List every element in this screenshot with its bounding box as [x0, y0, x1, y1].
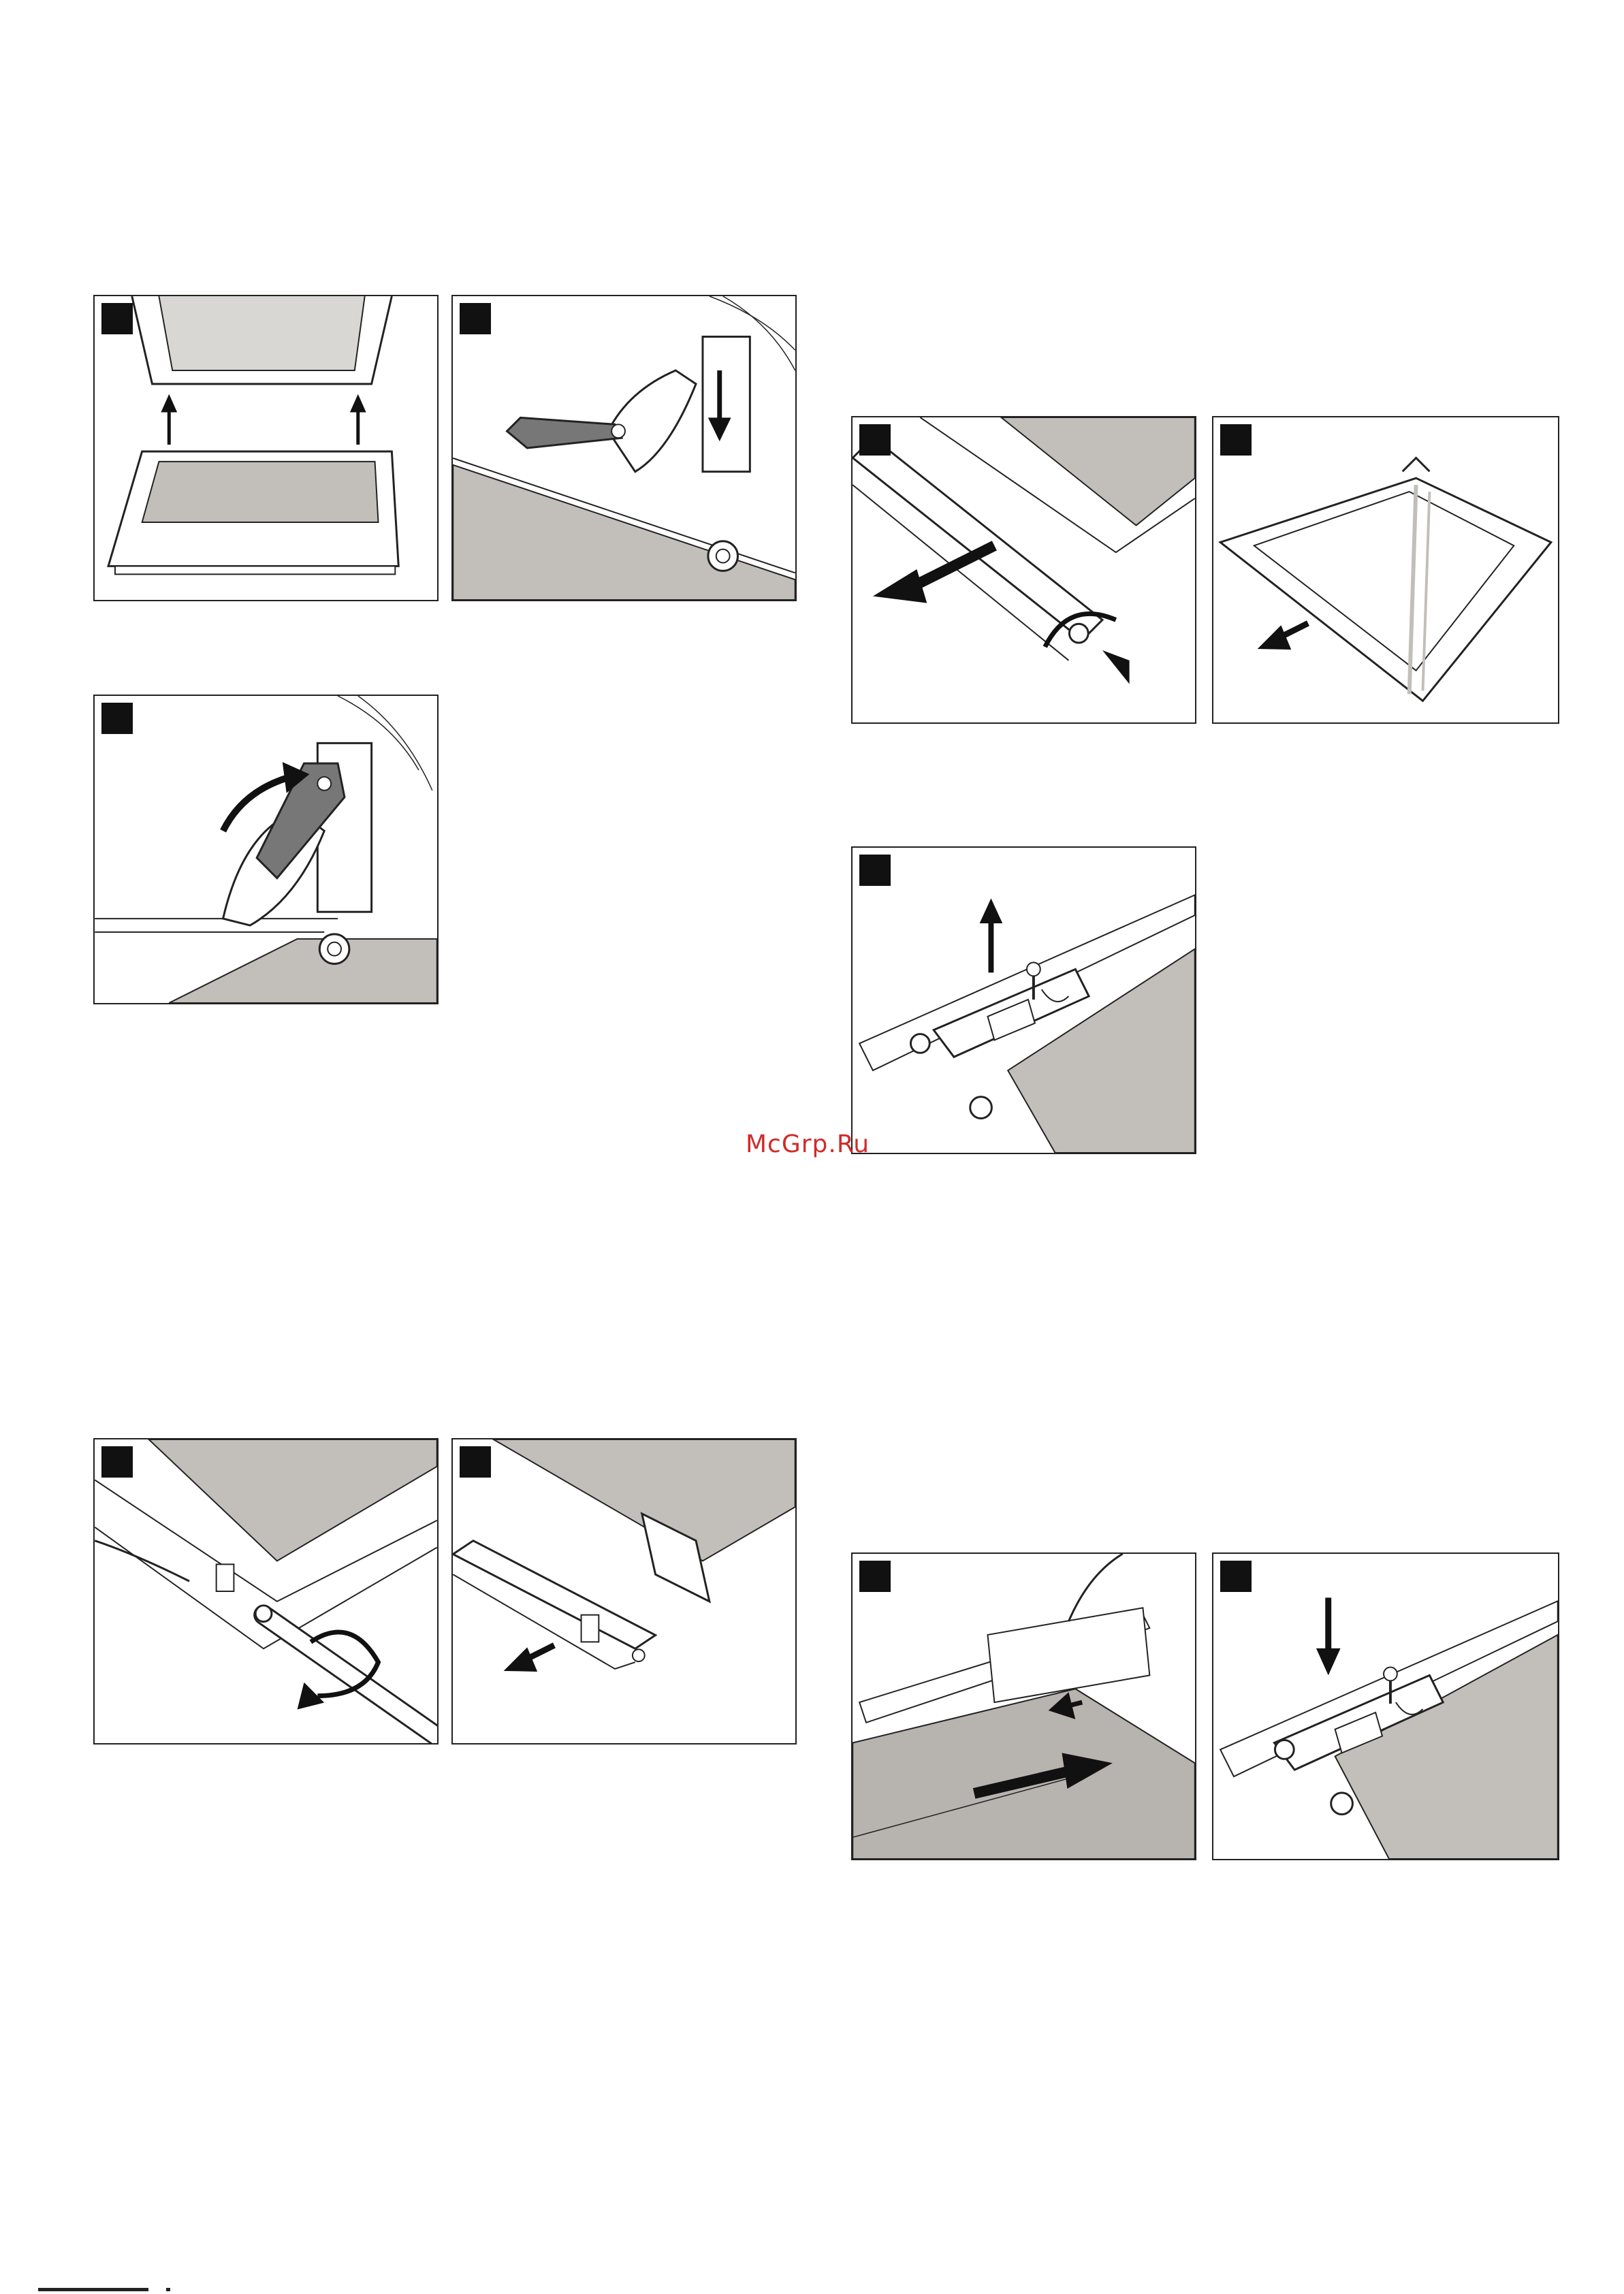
door-edge-illustration: [453, 1439, 795, 1743]
glass-pane-illustration: [853, 1554, 1195, 1859]
hinge-lever-icon: [507, 417, 625, 448]
figure-door-unhook: [93, 295, 439, 601]
figure-glass-pane-insert: [851, 1552, 1196, 1860]
clip-illustration: [1213, 1554, 1558, 1859]
door-strip-icon: [453, 1541, 655, 1669]
step-marker: [859, 855, 891, 886]
clip-illustration: [853, 848, 1195, 1153]
step-marker: [101, 1446, 133, 1478]
step-marker: [859, 1561, 891, 1592]
footer-mark: [166, 2288, 170, 2291]
glass-pane-illustration: [1213, 417, 1558, 722]
arrow-up-icon: [980, 898, 1003, 972]
step-marker: [101, 703, 133, 734]
figure-hinge-lever-rotate: [93, 695, 439, 1004]
figure-door-strip-screws: [93, 1438, 439, 1745]
step-marker: [859, 424, 891, 456]
step-marker: [460, 303, 491, 334]
arrow-left-icon: [873, 545, 994, 603]
glass-pane-icon: [1220, 478, 1551, 701]
figure-glass-pane-remove: [1212, 416, 1559, 724]
step-marker: [1220, 424, 1252, 456]
step-marker: [1220, 1561, 1252, 1592]
step-marker: [101, 303, 133, 334]
step-marker: [460, 1446, 491, 1478]
watermark: McGrp.Ru: [746, 1130, 870, 1158]
hinge-illustration: [453, 296, 795, 600]
arrow-down-icon: [1316, 1597, 1341, 1675]
figure-clip-screw-in: [1212, 1552, 1559, 1860]
door-edge-illustration: [95, 1439, 437, 1743]
hinge-illustration: [95, 696, 437, 1003]
figure-hinge-lever-down: [451, 295, 797, 601]
arrow-up-icon: [161, 394, 366, 445]
oven-door-illustration: [95, 296, 437, 600]
arrow-left-icon: [504, 1645, 554, 1672]
screwdriver-icon: [255, 1606, 437, 1736]
footer-rule: [38, 2288, 148, 2291]
figure-door-strip-remove: [451, 1438, 797, 1745]
door-edge-illustration: [853, 417, 1195, 722]
arrow-down-left-icon: [1258, 623, 1308, 650]
figure-cover-pull-off: [851, 416, 1196, 724]
figure-clip-unscrew: [851, 846, 1196, 1154]
